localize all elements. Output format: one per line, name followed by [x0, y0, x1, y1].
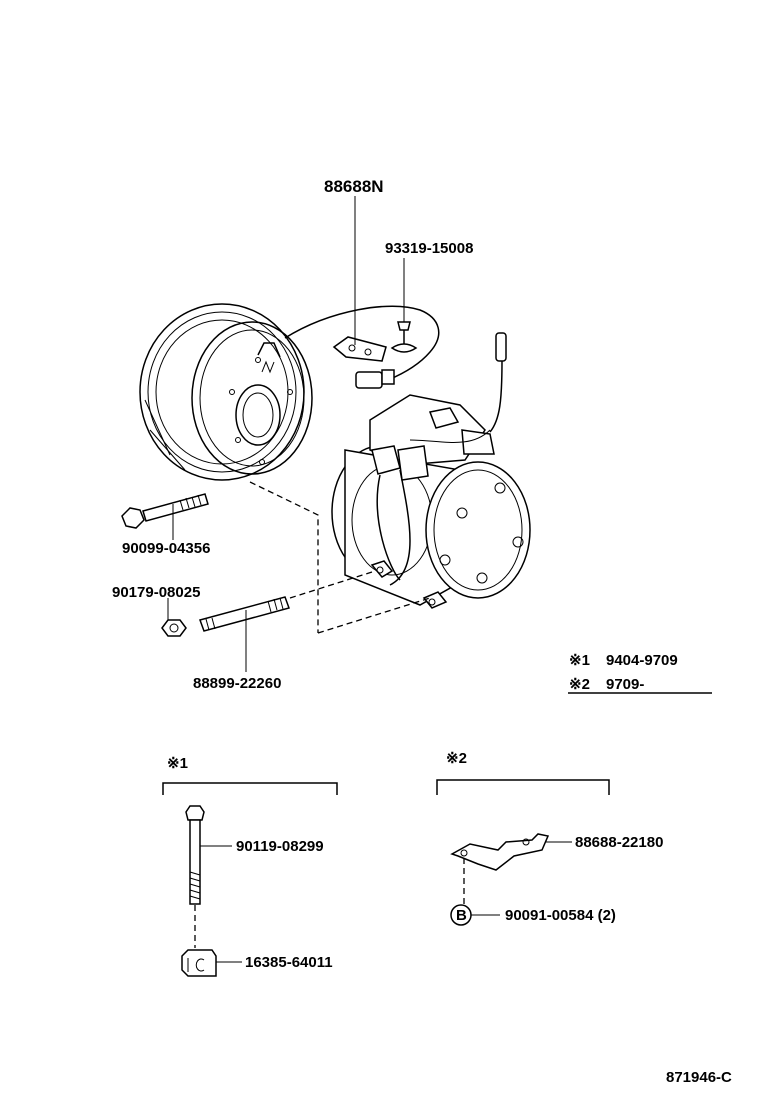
group-1: ※1 90119-08299 16385-64011 — [162, 755, 338, 977]
legend-mark-1: ※1 — [569, 652, 590, 669]
part-label-group1-collar: 16385-64011 — [245, 954, 333, 971]
callout-b-letter: B — [456, 907, 467, 924]
group2-bracket — [450, 833, 550, 871]
mount-guide-upper — [249, 481, 319, 633]
legend-range-1: 9404-9709 — [606, 652, 678, 669]
clutch-lead-wire — [284, 305, 440, 381]
group1-collar — [181, 949, 217, 977]
part-label-clutch-group: 88688N — [324, 177, 384, 196]
clutch-clamp — [332, 336, 387, 362]
long-bolt — [121, 493, 209, 529]
part-label-group2-bolt: 90091-00584 (2) — [505, 907, 616, 924]
group1-bolt — [185, 805, 205, 905]
diagram-code: 871946-C — [666, 1069, 732, 1086]
applicability-legend: ※1 9404-9709 ※2 9709- — [568, 652, 712, 694]
callout-b-marker: B — [450, 904, 472, 926]
group-mark-1: ※1 — [167, 755, 188, 772]
legend-mark-2: ※2 — [569, 676, 590, 693]
wire-connector — [355, 369, 395, 389]
legend-range-2: 9709- — [606, 676, 644, 693]
part-label-group2-bracket: 88688-22180 — [575, 834, 663, 851]
part-label-clutch-screw: 93319-15008 — [385, 240, 473, 257]
clutch-screw — [390, 321, 418, 353]
part-label-group1-bolt: 90119-08299 — [236, 838, 324, 855]
stud-bolt — [199, 596, 290, 632]
flange-nut — [161, 619, 187, 637]
stud-guide — [289, 571, 373, 599]
part-label-nut: 90179-08025 — [112, 584, 200, 601]
group-mark-2: ※2 — [446, 750, 467, 767]
compressor-body — [331, 332, 531, 609]
group-2: ※2 B 88688-22180 90091-00584 (2) — [436, 750, 663, 926]
part-label-long-bolt: 90099-04356 — [122, 540, 210, 557]
mount-guide-lower — [317, 597, 431, 634]
part-label-stud: 88899-22260 — [193, 675, 281, 692]
clutch-pulley — [139, 303, 313, 481]
